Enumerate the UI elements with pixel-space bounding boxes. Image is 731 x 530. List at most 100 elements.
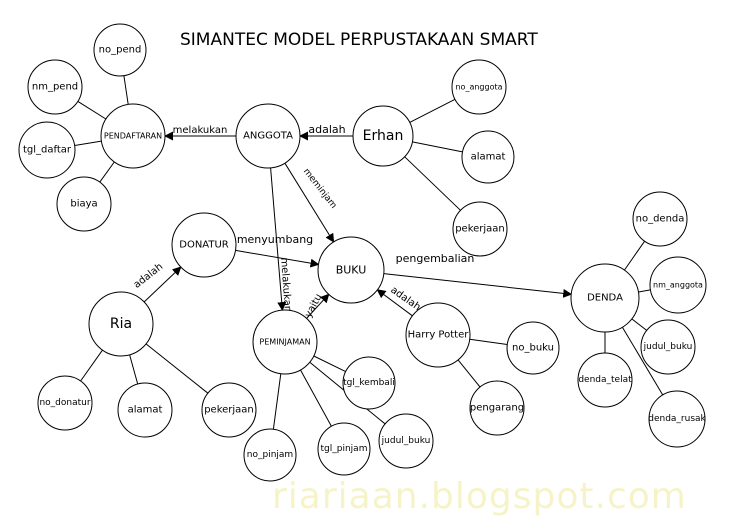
node-tgl-daftar: tgl_daftar [18, 121, 76, 179]
node-circle [201, 382, 257, 438]
node-label: pekerjaan [204, 405, 254, 416]
edge-buku-to-denda [383, 273, 573, 298]
node-no-pend: no_pend [93, 23, 147, 77]
node-label: ANGGOTA [243, 131, 293, 142]
edge-ria-to-alamat-ria [129, 354, 139, 385]
node-erhan: Erhan [352, 105, 414, 167]
node-circle [451, 59, 507, 115]
node-label: Erhan [363, 128, 404, 144]
edge-erhan-to-pekerjaan-erhan [404, 156, 461, 211]
node-denda: DENDA [570, 263, 640, 333]
node-alamat-erhan: alamat [461, 130, 515, 184]
node-circle [378, 413, 434, 469]
node-tgl-kembali: tgl_kembali [342, 356, 396, 410]
node-label: no_buku [512, 343, 554, 354]
edge-peminjaman-to-no-pinjam [272, 373, 282, 430]
edge-harry-potter-to-buku [376, 289, 413, 317]
node-judul-buku-denda: judul_buku [640, 319, 696, 375]
node-circle [405, 302, 471, 368]
edge-erhan-to-no-anggota [409, 98, 456, 123]
edge-label-meminjam: meminjam [301, 167, 338, 211]
node-denda-rusak: denda_rusak [648, 390, 707, 448]
node-circle [649, 256, 707, 314]
edge-denda-to-denda-rusak [621, 326, 664, 396]
node-label: nm_anggota [653, 281, 703, 290]
node-no-buku: no_buku [506, 321, 560, 375]
node-donatur: DONATUR [171, 212, 237, 278]
node-label: nm_pend [32, 82, 78, 93]
node-label: no_denda [636, 214, 685, 225]
node-circle [88, 291, 154, 357]
node-circle [648, 390, 706, 448]
node-circle [506, 321, 560, 375]
node-circle [632, 191, 688, 247]
node-circle [56, 176, 112, 232]
node-label: Ria [110, 316, 132, 332]
node-no-pinjam: no_pinjam [243, 428, 297, 482]
diagram-title: SIMANTEC MODEL PERPUSTAKAAN SMART [180, 30, 538, 50]
edge-harry-potter-to-no-buku [469, 338, 508, 345]
edge-label-pengembalian: pengembalian [396, 252, 475, 265]
node-label: biaya [70, 199, 97, 210]
node-circle [18, 121, 76, 179]
edge-peminjaman-to-tgl-pinjam [300, 369, 332, 427]
node-circle [461, 130, 515, 184]
node-label: tgl_kembali [343, 378, 395, 388]
node-label: DONATUR [179, 240, 229, 251]
node-label: DENDA [587, 293, 623, 304]
node-judul-buku-pinjam: judul_buku [378, 413, 434, 469]
node-label: judul_buku [643, 342, 693, 352]
edge-erhan-to-alamat-erhan [412, 141, 463, 153]
node-denda-telat: denda_telat [577, 352, 633, 408]
edge-peminjaman-to-buku [306, 293, 330, 319]
node-label: no_pinjam [247, 450, 293, 460]
edge-label-melakukan: melakukan [173, 125, 228, 136]
edge-ria-to-no-donatur [80, 349, 103, 382]
node-label: no_anggota [455, 83, 502, 92]
node-biaya: biaya [56, 176, 112, 232]
node-circle [100, 103, 166, 169]
node-label: pengarang [470, 403, 524, 414]
node-label: PEMINJAMAN [259, 338, 310, 347]
node-label: denda_rusak [648, 414, 706, 424]
edge-anggota-to-peminjaman [270, 167, 287, 312]
node-nm-anggota: nm_anggota [649, 256, 707, 314]
watermark-text: riariaan.blogspot.com [272, 476, 687, 517]
node-harry-potter: Harry Potter [405, 302, 471, 368]
edge-denda-to-no-denda [623, 240, 646, 271]
edge-denda-to-judul-buku-denda [631, 318, 648, 331]
node-label: judul_buku [381, 436, 431, 446]
node-label: PENDAFTARAN [104, 132, 162, 141]
node-nm-pend: nm_pend [27, 59, 83, 115]
edge-peminjaman-to-tgl-kembali [313, 355, 346, 373]
node-no-donatur: no_donatur [37, 375, 93, 431]
node-circle [93, 23, 147, 77]
node-pengarang: pengarang [469, 380, 525, 436]
node-circle [317, 422, 371, 476]
node-label: Harry Potter [408, 330, 470, 341]
node-circle [171, 212, 237, 278]
node-circle [235, 103, 301, 169]
edge-pendaftaran-to-biaya [99, 161, 115, 183]
edge-anggota-to-buku [284, 162, 335, 243]
node-label: no_donatur [39, 398, 90, 408]
edge-denda-to-nm-anggota [638, 289, 651, 293]
edge-ria-to-donatur [143, 266, 182, 303]
node-circle [469, 380, 525, 436]
edge-harry-potter-to-pengarang [457, 359, 481, 388]
node-circle [352, 105, 414, 167]
edge-label-melakukan: melakukan [278, 257, 293, 312]
node-label: tgl_daftar [23, 145, 72, 156]
node-label: BUKU [336, 264, 367, 277]
node-circle [452, 201, 508, 257]
node-circle [317, 236, 385, 304]
node-no-anggota: no_anggota [451, 59, 507, 115]
node-alamat-ria: alamat [117, 382, 173, 438]
node-circle [342, 356, 396, 410]
edge-label-yaitu: yaitu [303, 292, 324, 319]
node-pendaftaran: PENDAFTARAN [100, 103, 166, 169]
edge-label-adalah: adalah [308, 123, 345, 136]
edge-label-menyumbang: menyumbang [237, 233, 313, 246]
